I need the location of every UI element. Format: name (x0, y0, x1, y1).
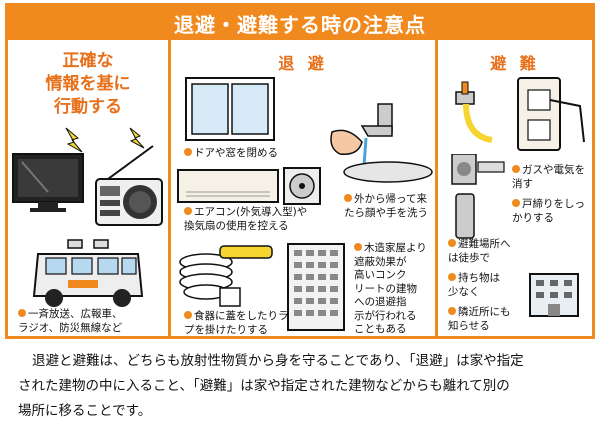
caption-lock: 戸締りをしっ かりする (512, 198, 585, 224)
dishes-wrap-illustration (179, 245, 273, 307)
ac-fan-illustration (177, 167, 321, 205)
page-title: 退避・避難する時の注意点 (174, 13, 426, 37)
title-banner: 退避・避難する時の注意点 (8, 6, 592, 40)
caption-gas: ガスや電気を 消す (512, 164, 585, 190)
footer-note: 退避と避難は、どちらも放射性物質から身を守ることであり、「退避」は家や指定 され… (18, 353, 524, 419)
caption-wash: 外から帰って来 たら顔や手を洗う (344, 193, 428, 219)
concrete-building-illustration (287, 243, 345, 331)
shelter-building-illustration (529, 273, 579, 317)
washing-hands-illustration (330, 103, 433, 183)
col2-heading: 退 避 (278, 54, 328, 73)
caption-bag: 持ち物は 少なく (448, 272, 500, 298)
caption-tell: 隣近所にも 知らせる (448, 306, 511, 332)
col1-heading: 正確な 情報を基に 行動する (45, 51, 131, 117)
gas-valve-icon (455, 81, 493, 143)
column-divider (435, 40, 438, 336)
tv-radio-illustration (12, 127, 163, 226)
radio-icon (95, 145, 163, 226)
power-outlet-icon (517, 77, 585, 151)
caption-ac: エアコン(外気導入型)や 換気扇の使用を控える (184, 206, 308, 232)
tv-icon (12, 153, 84, 212)
gas-outlet-illustration (455, 77, 585, 151)
lightning-icon (65, 127, 145, 153)
window-illustration (185, 77, 275, 141)
col3-heading: 避 難 (490, 54, 540, 73)
caption-door: ドアや窓を閉める (184, 147, 304, 161)
loudspeaker-van-illustration (32, 239, 144, 307)
door-lock-illustration (451, 154, 505, 239)
caption-food: 食器に蓋をしたりラッ プを掛けたりする (184, 310, 299, 336)
infographic-frame: 退避・避難する時の注意点 正確な 情報を基に 行動する (5, 3, 595, 339)
caption-walk: 避難場所へ は徒歩で (448, 238, 511, 264)
col1-caption: 一斉放送、広報車、 ラジオ、防災無線など (18, 308, 123, 334)
column-divider (168, 40, 171, 336)
caption-building: 木造家屋より 遮蔽効果が 高いコンク リートの建物 への退避指 示が行われる こ… (354, 242, 427, 335)
